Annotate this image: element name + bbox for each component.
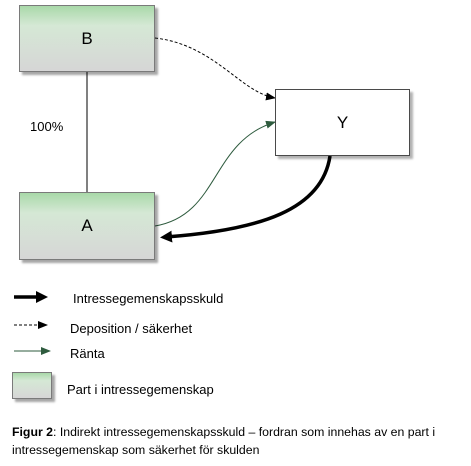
deposit-arrow — [154, 37, 276, 101]
legend-party-swatch — [12, 372, 52, 399]
figure-caption: Figur 2: Indirekt intressegemenskapsskul… — [12, 423, 467, 459]
debt-arrow — [160, 155, 332, 243]
legend-deposit-label: Deposition / säkerhet — [70, 321, 193, 336]
node-y: Y — [275, 89, 410, 156]
ownership-label: 100% — [30, 119, 64, 134]
node-a-label: A — [81, 216, 93, 235]
caption-text: : Indirekt intressegemenskapsskuld – for… — [12, 425, 436, 457]
legend-debt-label: Intressegemenskapsskuld — [73, 291, 224, 306]
legend-interest-label: Ränta — [70, 346, 105, 361]
node-a: A — [19, 192, 155, 260]
interest-arrow — [154, 120, 276, 227]
legend-party-label: Part i intressegemenskap — [67, 382, 214, 397]
node-y-label: Y — [336, 112, 349, 132]
caption-label: Figur 2 — [12, 425, 53, 439]
node-b-label: B — [81, 28, 93, 48]
node-b: B — [19, 5, 155, 72]
